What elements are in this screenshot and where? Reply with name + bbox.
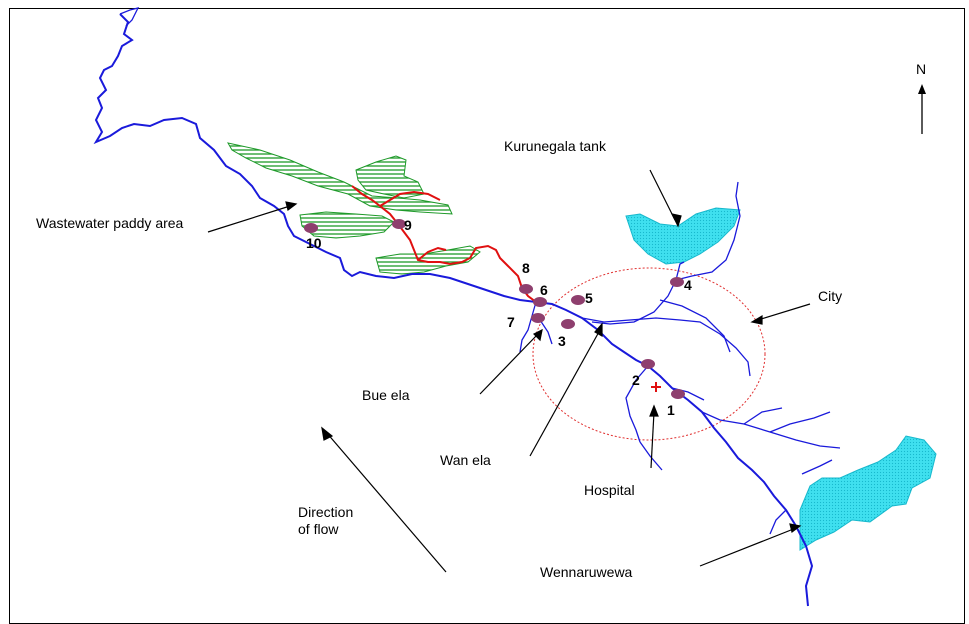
site-number-8: 8 [522, 260, 530, 276]
site-number-6: 6 [540, 282, 548, 298]
city-boundary [532, 267, 766, 441]
paddy-area-south [375, 245, 481, 275]
site-number-1: 1 [667, 402, 675, 418]
site-number-4: 4 [684, 277, 692, 293]
city-label: City [818, 288, 843, 304]
site-number-7: 7 [507, 314, 515, 330]
arrow-bue-ela [479, 333, 539, 395]
site-marker-7 [531, 313, 545, 323]
direction-of-flow-line1: Direction [298, 504, 354, 520]
kurunegala-tank-shape [625, 207, 741, 265]
river-branches [119, 7, 841, 535]
site-number-10: 10 [306, 235, 322, 251]
paddy-areas [227, 142, 481, 275]
arrow-wan-ela [529, 329, 601, 457]
wastewater-paddy-label: Wastewater paddy area [36, 215, 184, 231]
arrow-paddy [207, 205, 291, 233]
wan-ela-label: Wan ela [440, 452, 491, 468]
site-marker-8 [519, 284, 533, 294]
site-number-2: 2 [632, 372, 640, 388]
site-number-9: 9 [404, 217, 412, 233]
hospital-label: Hospital [584, 482, 635, 498]
wennaruwewa-label: Wennaruwewa [540, 564, 633, 580]
tanks [625, 207, 937, 551]
direction-of-flow-line2: of flow [298, 521, 339, 537]
site-marker-2 [641, 359, 655, 369]
site-marker-4 [670, 277, 684, 287]
paddy-area-north [227, 142, 453, 215]
site-marker-1 [671, 389, 685, 399]
site-marker-3 [561, 319, 575, 329]
hospital-cross [651, 382, 661, 392]
bue-ela-label: Bue ela [362, 387, 410, 403]
arrow-city [757, 303, 811, 321]
canal-red [351, 185, 537, 303]
pointer-arrows [207, 169, 811, 573]
site-marker-9 [392, 219, 406, 229]
arrow-wennaruwewa [699, 527, 797, 567]
wennaruwewa-tank-shape [799, 435, 937, 551]
site-number-3: 3 [558, 333, 566, 349]
site-marker-6 [533, 297, 547, 307]
main-river [93, 13, 814, 607]
site-number-5: 5 [585, 290, 593, 306]
north-arrow [918, 84, 926, 134]
site-marker-5 [571, 295, 585, 305]
arrow-direction-of-flow [325, 431, 447, 573]
sampling-sites [304, 219, 685, 399]
arrow-hospital [650, 411, 655, 469]
kurunegala-tank-label: Kurunegala tank [504, 138, 606, 154]
paddy-area-north2 [355, 155, 425, 199]
arrow-kurunegala-tank [649, 169, 676, 221]
site-marker-10 [304, 223, 318, 233]
north-label: N [916, 61, 927, 77]
